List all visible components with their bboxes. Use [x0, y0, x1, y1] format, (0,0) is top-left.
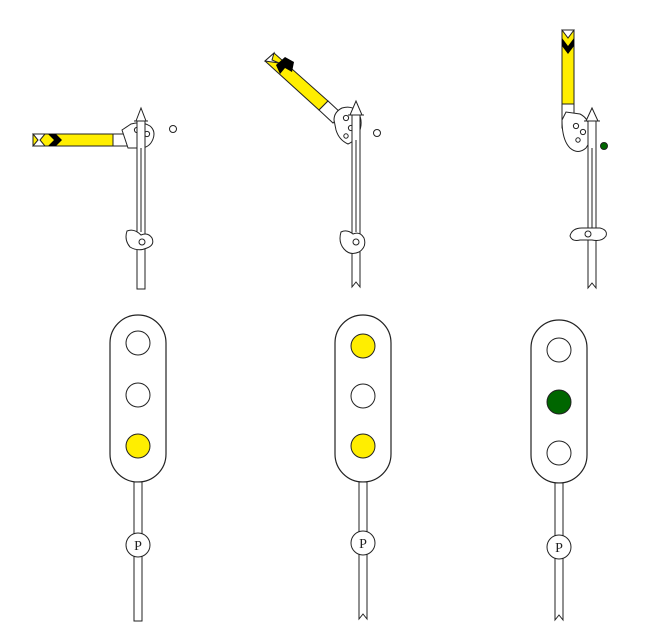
mast-finial — [585, 106, 599, 122]
lamp-middle — [546, 389, 572, 415]
p-plate-letter: P — [555, 541, 563, 556]
p-plate — [546, 534, 572, 560]
semaphore-lamp — [169, 125, 177, 133]
arm-chevron-stripe — [48, 134, 62, 146]
p-plate-letter: P — [134, 539, 142, 554]
semaphore-signal-vertical — [561, 29, 608, 290]
spectacle-pivot — [343, 133, 349, 139]
p-plate-letter: P — [359, 537, 367, 552]
spectacle-hole — [572, 122, 580, 130]
semaphore-signal-inclined — [263, 51, 381, 289]
semaphore-arm — [31, 133, 132, 147]
arm-fishtail-notch — [561, 29, 575, 39]
lamp-middle — [125, 382, 151, 408]
spectacle-hole — [579, 128, 587, 136]
semaphore-lamp-green — [600, 142, 608, 150]
lamp-top — [546, 337, 572, 363]
lamp-top — [125, 330, 151, 356]
semaphore-arm — [263, 51, 343, 124]
p-plate — [350, 530, 376, 556]
lever-pivot — [138, 238, 146, 246]
spectacle-hole — [342, 114, 350, 122]
balance-lever — [339, 230, 366, 254]
semaphore-lamp — [373, 129, 381, 137]
lever-pivot — [584, 230, 592, 238]
lamp-top — [350, 333, 376, 359]
semaphore-arm-blade — [32, 133, 114, 147]
arm-fishtail-notch — [263, 51, 280, 64]
mast-finial — [135, 106, 147, 122]
semaphore-signal-horizontal — [31, 106, 177, 290]
spectacle-pivot — [575, 137, 581, 143]
spectacle-casting — [561, 111, 591, 152]
balance-lever — [569, 227, 607, 241]
arm-chevron-stripe — [562, 38, 574, 54]
lamp-middle — [350, 383, 376, 409]
lamp-bottom — [125, 433, 151, 459]
lamp-bottom — [546, 440, 572, 466]
light-signal-1: P — [109, 314, 167, 622]
arm-chevron-stripe — [276, 57, 294, 74]
p-plate — [125, 532, 151, 558]
light-signal-2: P — [334, 314, 392, 621]
arm-fishtail-notch — [31, 133, 47, 147]
lamp-bottom — [350, 433, 376, 459]
lever-pivot — [352, 238, 360, 246]
light-signal-3: P — [530, 319, 588, 622]
